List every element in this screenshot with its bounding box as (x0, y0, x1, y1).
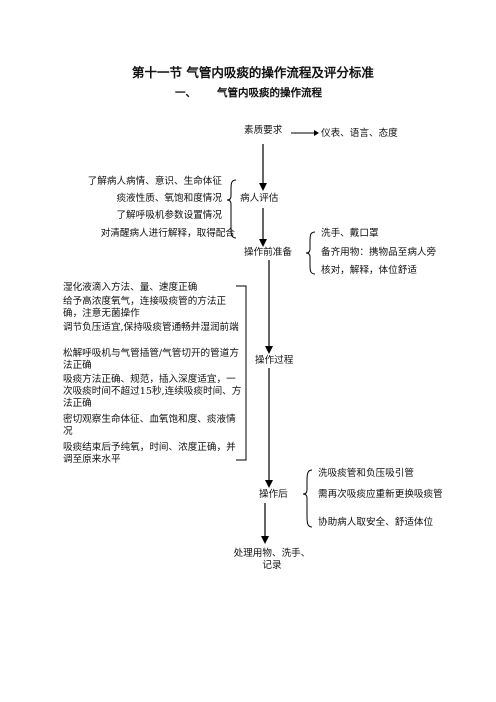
page-title: 第十一节 气管内吸痰的操作流程及评分标准 (132, 65, 374, 80)
after-detail-1: 洗吸痰管和负压吸引管 (318, 468, 414, 479)
brace-prep (305, 231, 316, 275)
brace-assess (226, 179, 237, 239)
step-prep-label: 操作前准备 (244, 247, 292, 258)
process-detail-4: 松解呼吸机与气管插管/气管切开的管道方法正确 (63, 348, 239, 371)
process-detail-2: 给予高浓度氧气，连接吸痰管的方法正确，注意无菌操作 (63, 296, 227, 319)
step-after-label: 操作后 (259, 489, 288, 500)
process-detail-5: 吸痰方法正确、规范，插入深度适宜，一次吸痰时间不超过15秒,连续吸痰时间、方法正… (63, 374, 242, 409)
bracket-process (236, 285, 247, 461)
step-quality-label: 素质要求 (244, 125, 283, 136)
process-detail-6: 密切观察生命体征、血氧饱和度、痰液情况 (63, 414, 236, 437)
arrowhead-prep-process (265, 346, 273, 354)
prep-detail-2: 备齐用物：携物品至病人旁 (321, 247, 437, 258)
process-detail-3: 调节负压适宜,保持吸痰管通畅并湿润前端 (63, 322, 239, 333)
prep-detail-1: 洗手、戴口罩 (321, 228, 379, 239)
assess-detail-1: 了解病人病情、意识、生命体征 (87, 176, 222, 187)
process-detail-1: 湿化液滴入方法、量、速度正确 (63, 282, 198, 293)
after-detail-3: 协助病人取安全、舒适体位 (318, 517, 434, 528)
step-process-label: 操作过程 (255, 355, 294, 366)
arrowhead-assess-prep (259, 239, 267, 247)
subtitle: 气管内吸痰的操作流程 (217, 87, 322, 99)
step-quality-detail: 仪表、语言、态度 (321, 128, 398, 139)
assess-detail-4: 对清醒病人进行解释，取得配合 (100, 228, 235, 239)
prep-detail-3: 核对，解释，体位舒适 (321, 265, 417, 276)
brace-after (302, 469, 313, 528)
step-dispose-label: 处理用物、洗手、记录 (233, 548, 311, 571)
arrowhead-after-dispose (261, 536, 269, 544)
arrowhead-quality-right (314, 130, 319, 136)
arrowhead-process-after (265, 480, 273, 488)
after-detail-2: 需再次吸痰应重新更换吸痰管 (318, 489, 443, 500)
subtitle-number: 一、 (175, 87, 196, 99)
step-assess-label: 病人评估 (240, 193, 279, 204)
arrowhead-quality-assess (259, 183, 267, 191)
process-detail-7: 吸痰结束后予纯氧，时间、浓度正确，并调至原来水平 (63, 442, 236, 465)
assess-detail-3: 了解呼吸机参数设置情况 (116, 210, 222, 221)
assess-detail-2: 痰液性质、氧饱和度情况 (116, 193, 222, 204)
